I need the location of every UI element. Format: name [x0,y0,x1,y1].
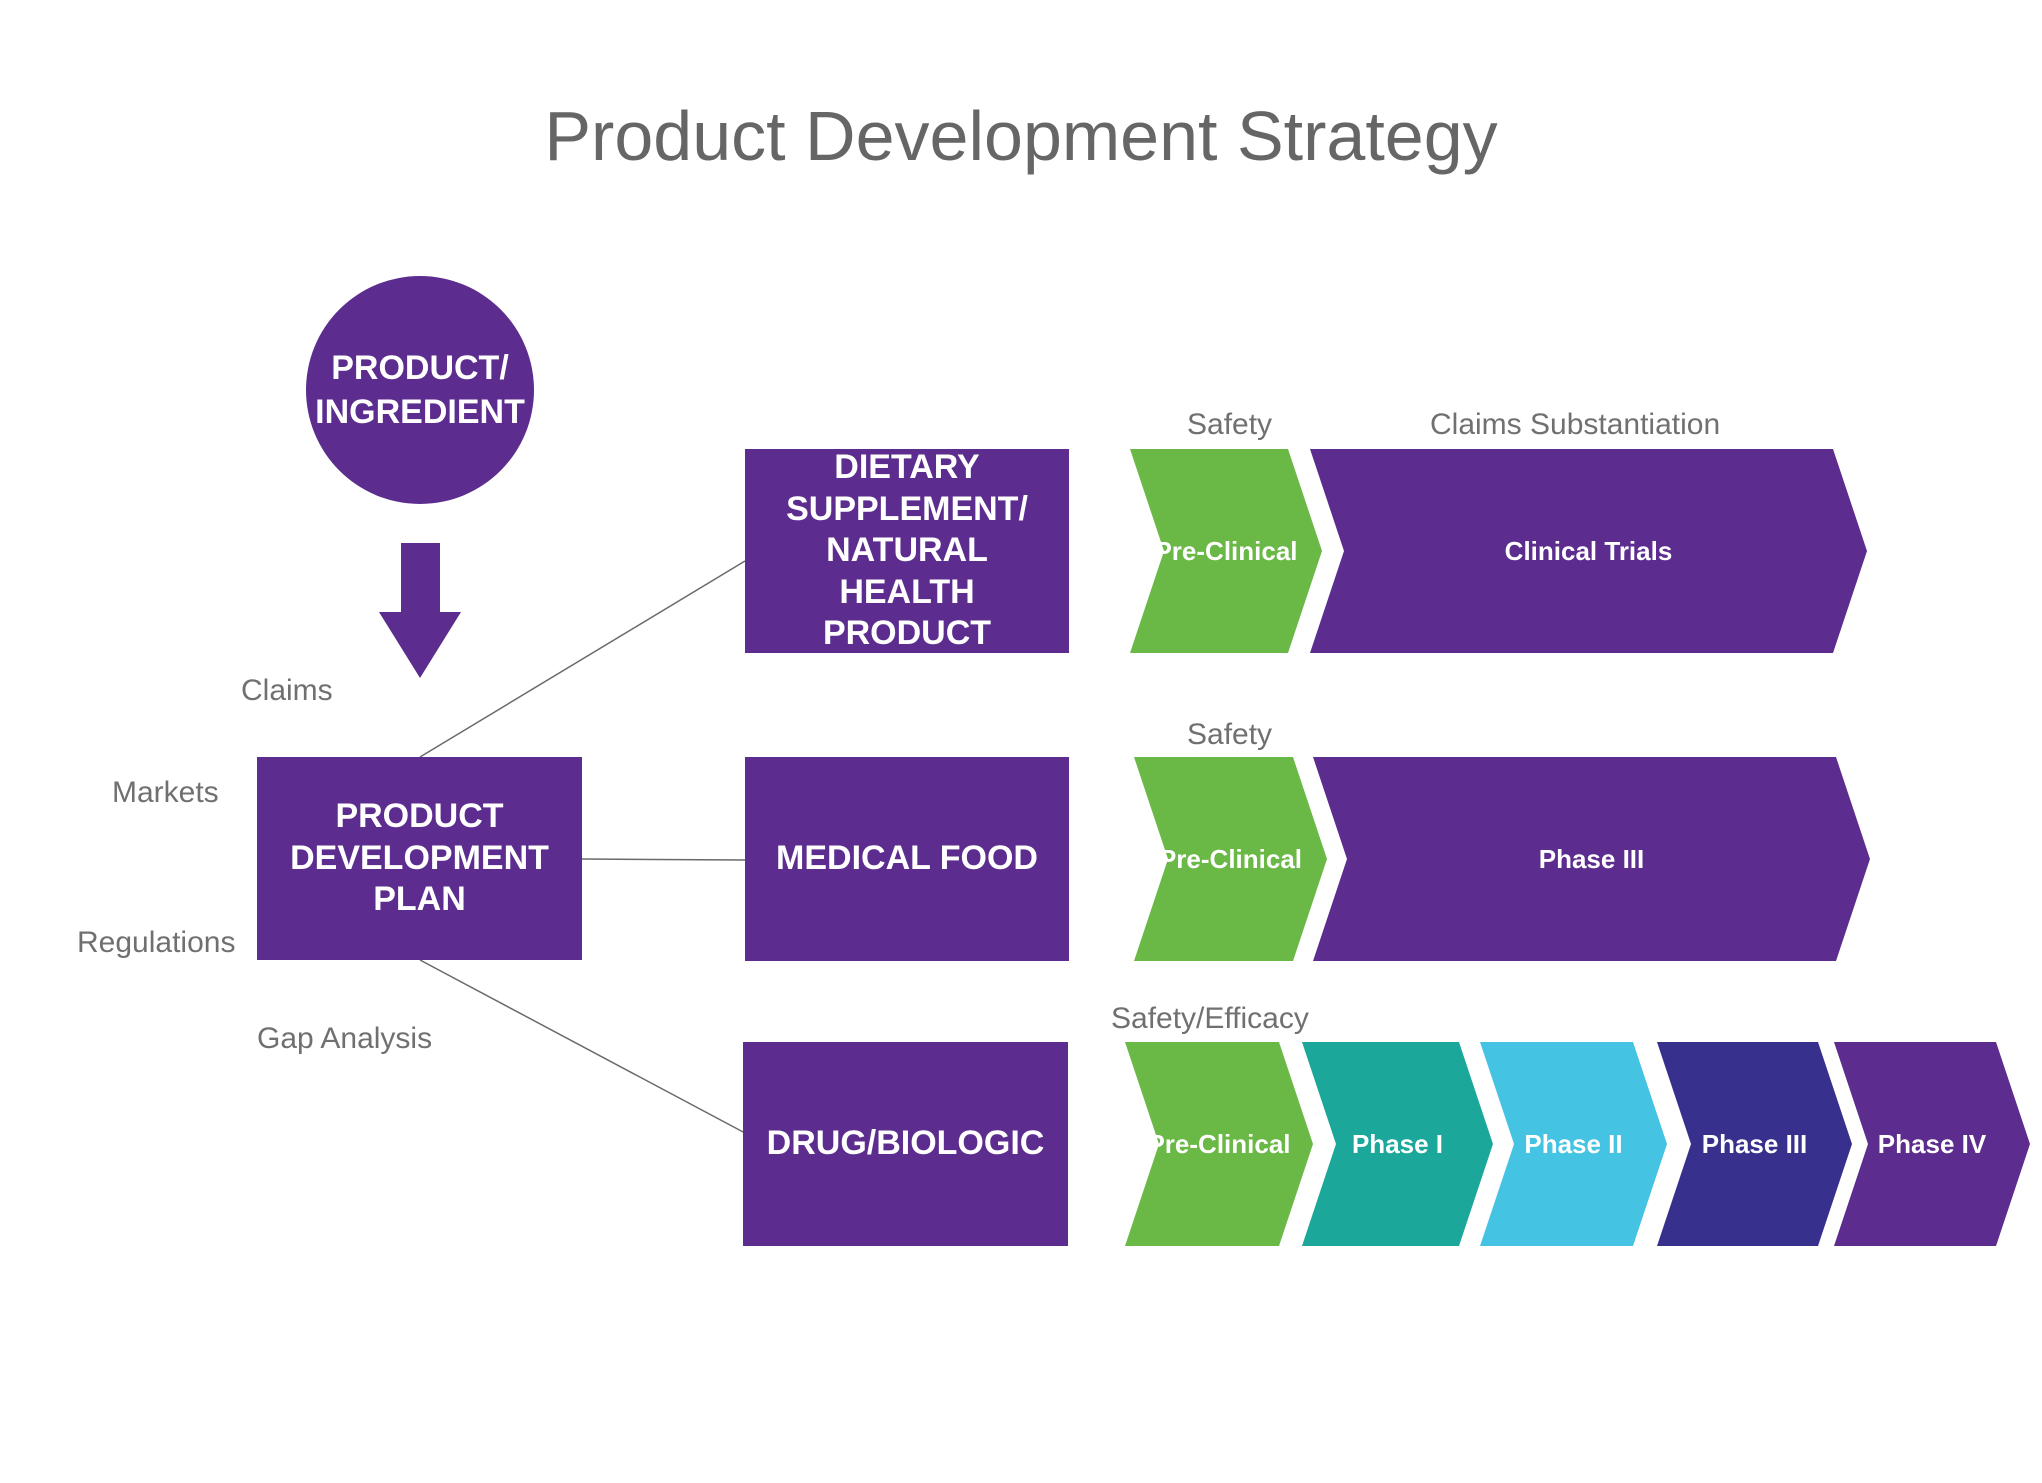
track-box-medical-food: MEDICAL FOOD [745,757,1069,961]
stage-chevron-3-1 [1125,1042,1313,1246]
annotation-claims-substantiation: Claims Substantiation [1430,408,1721,441]
product-ingredient-circle: PRODUCT/ INGREDIENT [306,276,534,504]
stage-chevron-3-2 [1302,1042,1493,1246]
stage-label-3-2: Phase I [1352,1129,1443,1159]
stage-label-2-1: Pre-Clinical [1159,844,1302,874]
track-box-dietary-supplement: DIETARY SUPPLEMENT/ NATURAL HEALTH PRODU… [745,448,1069,653]
connector-line-dietary [419,560,746,758]
stage-label-1-2: Clinical Trials [1505,536,1673,566]
regulations-label: Regulations [77,926,236,959]
stage-label-1-1: Pre-Clinical [1154,536,1297,566]
markets-label: Markets [112,776,219,809]
stage-chevron-2-1 [1134,757,1327,961]
stage-chevron-3-3 [1480,1042,1667,1246]
product-development-plan-box: PRODUCT DEVELOPMENT PLAN [257,757,582,960]
stage-label-2-2: Phase III [1539,844,1645,874]
connector-line-medical-food [581,858,746,861]
connector-line-drug [419,959,746,1134]
stage-chevron-1-2 [1310,449,1867,653]
claims-label: Claims [241,674,333,707]
stage-chevron-1-1 [1130,449,1322,653]
annotation-safety-medical-food: Safety [1187,718,1273,751]
arrow-down-icon [379,543,461,678]
stage-label-3-4: Phase III [1702,1129,1808,1159]
annotation-safety-dietary: Safety [1187,408,1273,441]
stage-chevron-3-5 [1834,1042,2030,1246]
gap-analysis-label: Gap Analysis [257,1022,433,1055]
stage-label-3-1: Pre-Clinical [1147,1129,1290,1159]
stage-chevron-3-4 [1657,1042,1852,1246]
diagram-title: Product Development Strategy [544,97,1498,175]
stage-label-3-3: Phase II [1524,1129,1622,1159]
track-box-drug-biologic: DRUG/BIOLOGIC [743,1042,1068,1246]
stage-chevron-2-2 [1313,757,1870,961]
annotation-safety-efficacy: Safety/Efficacy [1111,1002,1309,1035]
stage-label-3-5: Phase IV [1878,1129,1987,1159]
